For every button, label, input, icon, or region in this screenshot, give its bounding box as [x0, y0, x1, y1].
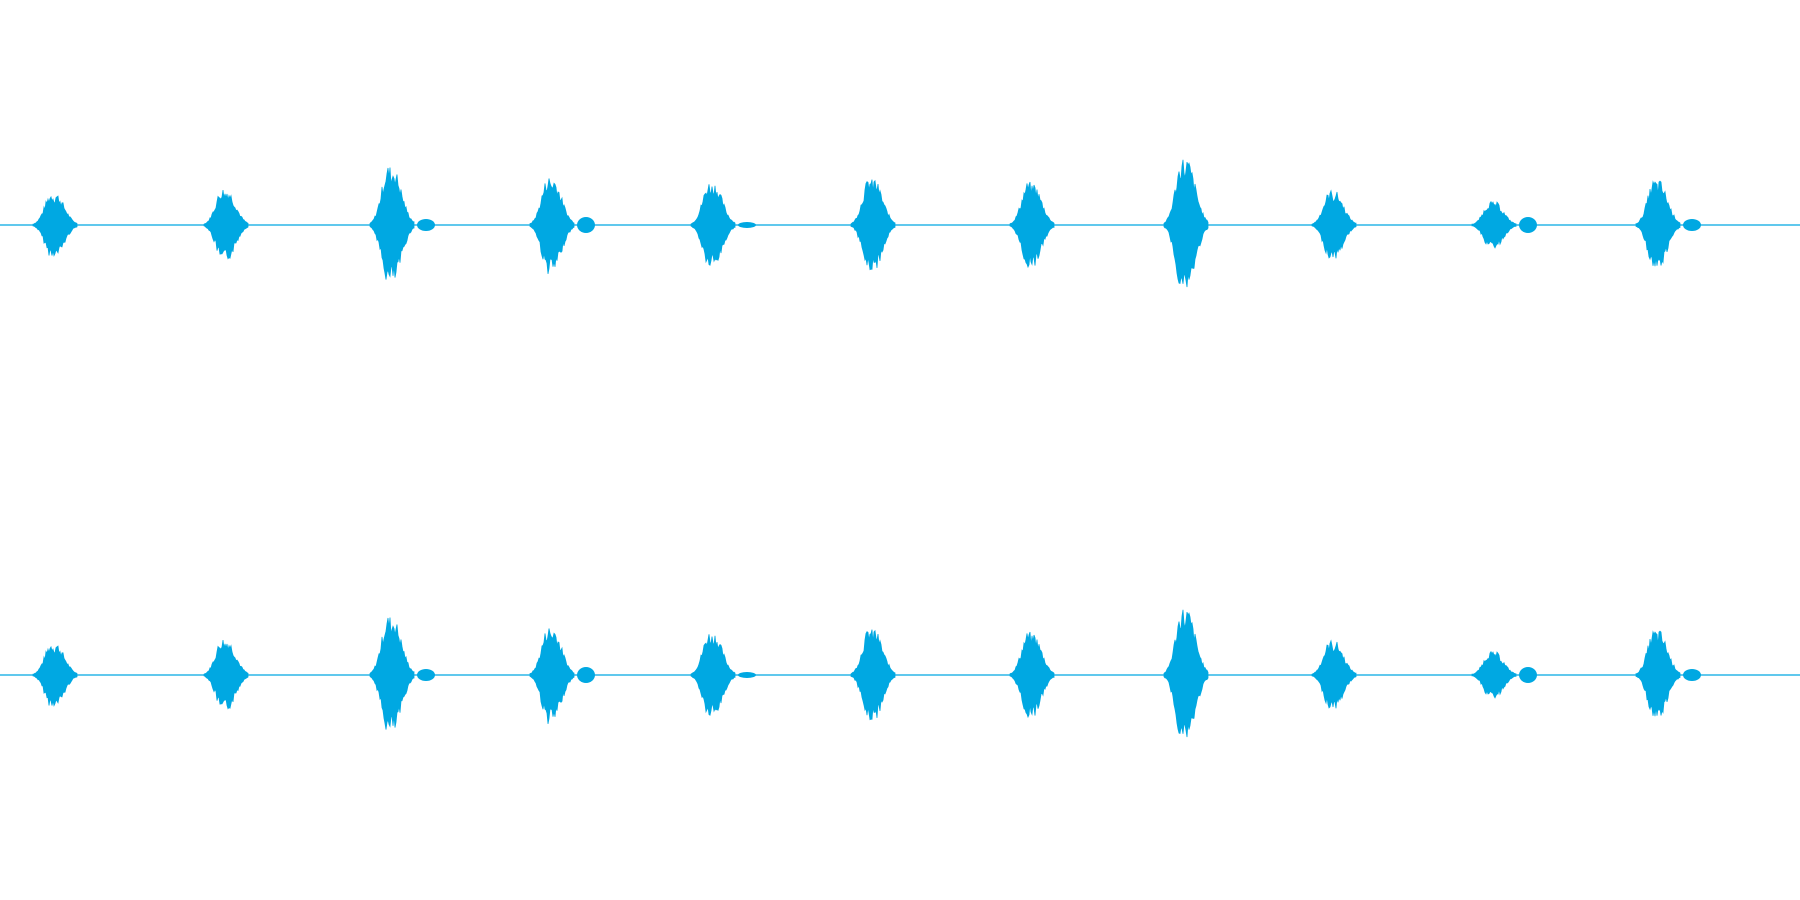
waveform-burst	[1471, 200, 1517, 249]
waveform-tail	[417, 669, 435, 681]
waveform-tail	[738, 222, 756, 228]
waveform-burst	[529, 178, 575, 274]
waveform-burst	[1009, 631, 1055, 719]
waveform-burst	[690, 634, 736, 716]
waveform-burst	[1635, 630, 1681, 717]
waveform-burst	[369, 167, 415, 280]
waveform-tail	[417, 219, 435, 231]
waveform-burst	[850, 179, 896, 271]
waveform-tail	[1683, 669, 1701, 681]
waveform-tail	[738, 672, 756, 678]
waveform-tail	[577, 217, 595, 233]
waveform-burst	[690, 184, 736, 266]
waveform-tail	[1519, 217, 1537, 233]
channel-1	[0, 159, 1800, 288]
waveform-burst	[1471, 650, 1517, 699]
waveform-tail	[577, 667, 595, 683]
waveform-burst	[32, 195, 78, 257]
waveform-burst	[369, 617, 415, 730]
waveform-burst	[203, 640, 249, 710]
waveform-burst	[1311, 189, 1357, 259]
waveform-burst	[1009, 181, 1055, 269]
waveform-burst	[1311, 639, 1357, 709]
channel-2	[0, 609, 1800, 738]
waveform-burst	[850, 629, 896, 721]
waveform-burst	[1163, 159, 1209, 288]
waveform-burst	[1163, 609, 1209, 738]
waveform-burst	[529, 628, 575, 724]
waveform-burst	[32, 645, 78, 707]
waveform-tail	[1519, 667, 1537, 683]
waveform-tail	[1683, 219, 1701, 231]
waveform-burst	[203, 190, 249, 260]
waveform-burst	[1635, 180, 1681, 267]
